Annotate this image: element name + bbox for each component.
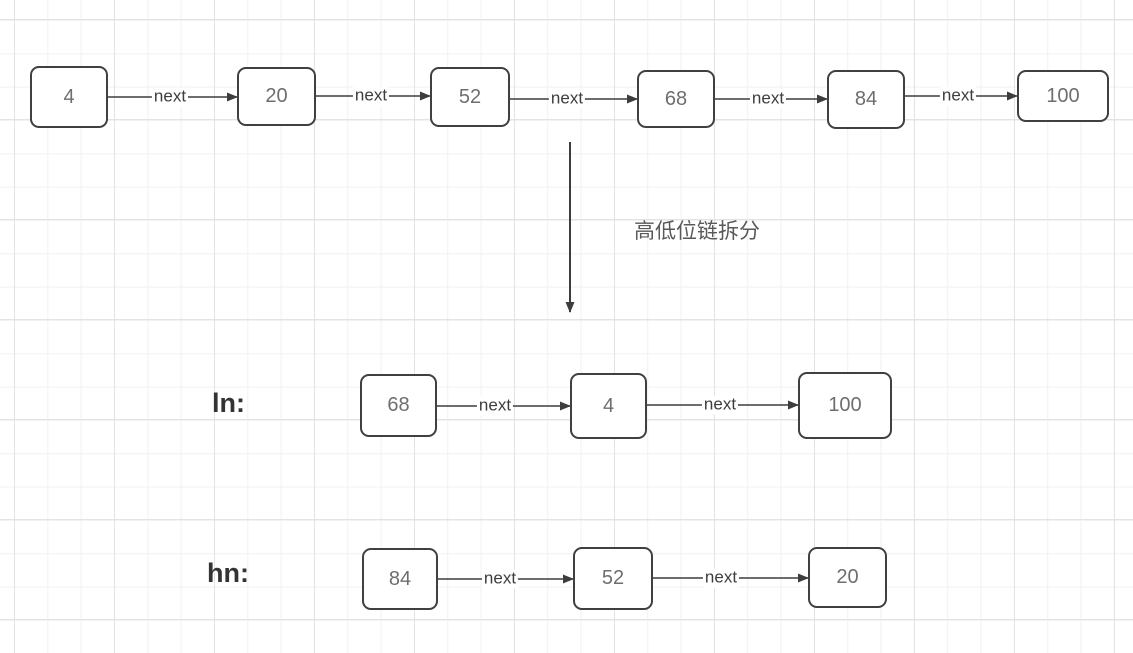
high-chain-label: hn: bbox=[207, 558, 249, 588]
list-node: 20 bbox=[808, 547, 887, 608]
edge-label-next: next bbox=[476, 395, 514, 416]
list-node: 84 bbox=[362, 548, 438, 610]
edge-label-next: next bbox=[481, 568, 519, 589]
list-node: 20 bbox=[237, 67, 316, 126]
edge-label-next: next bbox=[702, 567, 740, 588]
list-node: 68 bbox=[637, 70, 715, 128]
edge-label-next: next bbox=[151, 86, 189, 107]
list-node: 4 bbox=[570, 373, 647, 439]
list-node: 52 bbox=[430, 67, 510, 127]
edge-label-next: next bbox=[352, 85, 390, 106]
list-node: 52 bbox=[573, 547, 653, 610]
edge-label-next: next bbox=[701, 394, 739, 415]
list-node: 68 bbox=[360, 374, 437, 437]
edge-label-next: next bbox=[749, 88, 787, 109]
list-node: 4 bbox=[30, 66, 108, 128]
low-chain-label: ln: bbox=[212, 388, 245, 418]
split-annotation: 高低位链拆分 bbox=[634, 220, 760, 243]
list-node: 84 bbox=[827, 70, 905, 129]
edge-label-next: next bbox=[939, 85, 977, 106]
list-node: 100 bbox=[798, 372, 892, 439]
edge-label-next: next bbox=[548, 88, 586, 109]
list-node: 100 bbox=[1017, 70, 1109, 122]
